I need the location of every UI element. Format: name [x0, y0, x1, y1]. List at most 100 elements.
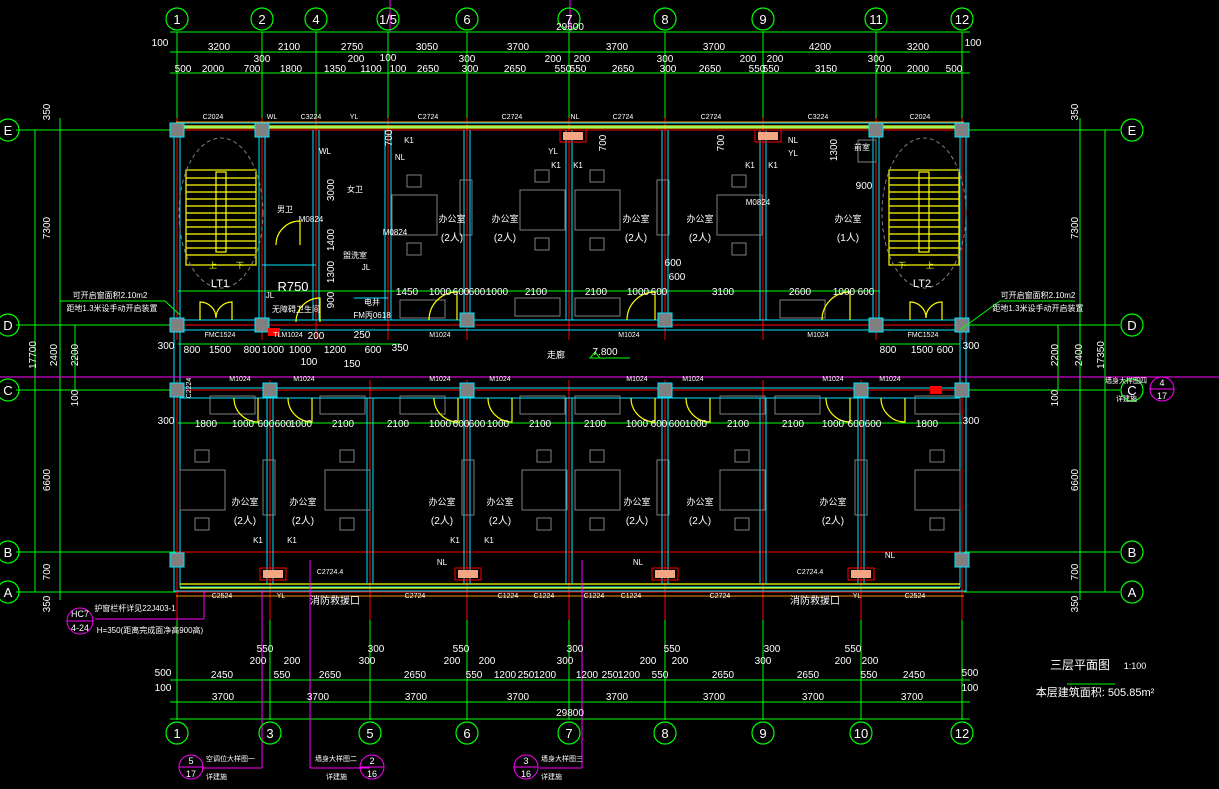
- equipment-tag: JL: [266, 291, 275, 300]
- dim-left: 2200: [70, 343, 81, 366]
- dim-left: 2400: [49, 343, 60, 366]
- dim-bottom-row1: 1200: [576, 670, 599, 681]
- axis-left-E-label: E: [4, 123, 13, 138]
- axis-bottom-5-label: 5: [366, 726, 373, 741]
- dim-top-row2: 300: [660, 64, 677, 75]
- callout-sheet-bottom: 16: [367, 769, 377, 779]
- dim-top-row2: 3150: [815, 64, 838, 75]
- opening-label-bottom: C2724: [710, 593, 731, 600]
- dim-top-row1: 3200: [907, 42, 930, 53]
- opening-label-bottom: C2524: [905, 593, 926, 600]
- sofa: [399, 299, 446, 319]
- axis-left-E-bubble: [0, 118, 20, 142]
- dim-top-row2: 2000: [907, 64, 930, 75]
- axis-left-B-label: B: [4, 545, 13, 560]
- dim-interior: 1300: [326, 260, 337, 283]
- chair: [929, 517, 945, 531]
- dim-top-row2: 300: [462, 64, 479, 75]
- door-swing: [287, 397, 313, 423]
- dim-lower-corridor: 2100: [584, 419, 607, 430]
- dim-bottom-row1: 2450: [903, 670, 926, 681]
- chair: [589, 169, 605, 183]
- dim-right: 350: [1070, 595, 1081, 612]
- axis-top-7-bubble: [557, 7, 581, 31]
- stair-direction: 下: [898, 261, 906, 270]
- structural-column: [254, 317, 270, 333]
- structural-column: [853, 382, 869, 398]
- dim-stair-row: 800: [184, 345, 201, 356]
- door-label: TLM1024: [273, 332, 303, 339]
- room-capacity: (2人): [625, 232, 647, 244]
- door-label: M1024: [229, 376, 251, 383]
- dim-upper-corridor: 1000: [486, 287, 509, 298]
- dim-top-row2: 300: [657, 54, 674, 65]
- desk: [574, 469, 621, 511]
- axis-left-D-label: D: [3, 318, 12, 333]
- callout-subtitle: 详建施: [541, 772, 562, 781]
- opening-label-top: C2724: [613, 114, 634, 121]
- sofa: [574, 297, 621, 317]
- door-swing: [428, 291, 458, 321]
- stair-direction: 上: [209, 261, 217, 270]
- dim-bottom-row1: 200: [672, 656, 689, 667]
- dim-upper-corridor: 600: [669, 272, 686, 283]
- axis-top-2-bubble: [250, 7, 274, 31]
- railing-callout-bubble: [66, 607, 94, 635]
- dim-bottom-row1: 200: [250, 656, 267, 667]
- dim-interior: 700: [716, 134, 727, 151]
- axis-bottom-6-bubble: [455, 721, 479, 745]
- dim-bottom-row2: 3700: [901, 692, 924, 703]
- ac-unit-box: [559, 129, 587, 143]
- chair: [589, 449, 605, 463]
- chair: [589, 517, 605, 531]
- dim-bottom-row2: 3700: [606, 692, 629, 703]
- room-capacity: (2人): [441, 232, 463, 244]
- dim-upper-corridor: 1000: [627, 287, 650, 298]
- opening-label-bottom: YL: [853, 593, 862, 600]
- axis-top-7-label: 7: [565, 12, 572, 27]
- equipment-tag: YL: [788, 149, 798, 158]
- sofa: [914, 395, 961, 415]
- dim-top-row2: 2650: [417, 64, 440, 75]
- desk: [519, 189, 566, 231]
- opening-label-bottom: C1224: [534, 593, 555, 600]
- chair: [194, 449, 210, 463]
- dim-bottom-row1: 300: [368, 644, 385, 655]
- axis-left-D-bubble: [0, 313, 20, 337]
- axis-left-A-bubble: [0, 580, 20, 604]
- dim-top-row2: 200: [574, 54, 591, 65]
- dim-bottom-row1: 2650: [319, 670, 342, 681]
- axis-top-11-bubble: [864, 7, 888, 31]
- equipment-tag: NL: [788, 136, 799, 145]
- room-name: 办公室: [289, 496, 316, 507]
- dim-interior: 3000: [326, 178, 337, 201]
- dim-top-row2: 2650: [699, 64, 722, 75]
- smoke-vent-note: 可开启窗面积2.10m2: [73, 290, 148, 300]
- axis-right-E-bubble: [1120, 118, 1144, 142]
- axis-top-1-label: 1: [173, 12, 180, 27]
- note-leader: [959, 300, 1001, 331]
- dim-top-row2: 500: [175, 64, 192, 75]
- railing-note: 护窗栏杆详见22J403-1: [94, 603, 176, 613]
- dim-top-row1: 3200: [208, 42, 231, 53]
- dim-bottom-row1: 200: [479, 656, 496, 667]
- dim-right: 7300: [1070, 216, 1081, 239]
- axis-top-1/5-bubble: [376, 7, 400, 31]
- sofa: [399, 395, 446, 415]
- dim-interior: 600: [665, 258, 682, 269]
- opening-label-top: C3224: [808, 114, 829, 121]
- equipment-tag: K1: [484, 536, 494, 545]
- room-capacity: (2人): [489, 515, 511, 527]
- wardrobe: [656, 179, 670, 236]
- dim-top-row2: 300: [254, 54, 271, 65]
- door-swing: [685, 397, 711, 423]
- dim-bottom-row1: 2650: [404, 670, 427, 681]
- room-capacity: (2人): [626, 515, 648, 527]
- axis-right-C-label: C: [1127, 383, 1136, 398]
- callout-sheet-bottom: 17: [1157, 391, 1167, 401]
- dim-right: 6600: [1070, 468, 1081, 491]
- callout-subtitle: 详建施: [206, 772, 227, 781]
- dim-left: 300: [158, 341, 175, 352]
- dim-left: 700: [42, 563, 53, 580]
